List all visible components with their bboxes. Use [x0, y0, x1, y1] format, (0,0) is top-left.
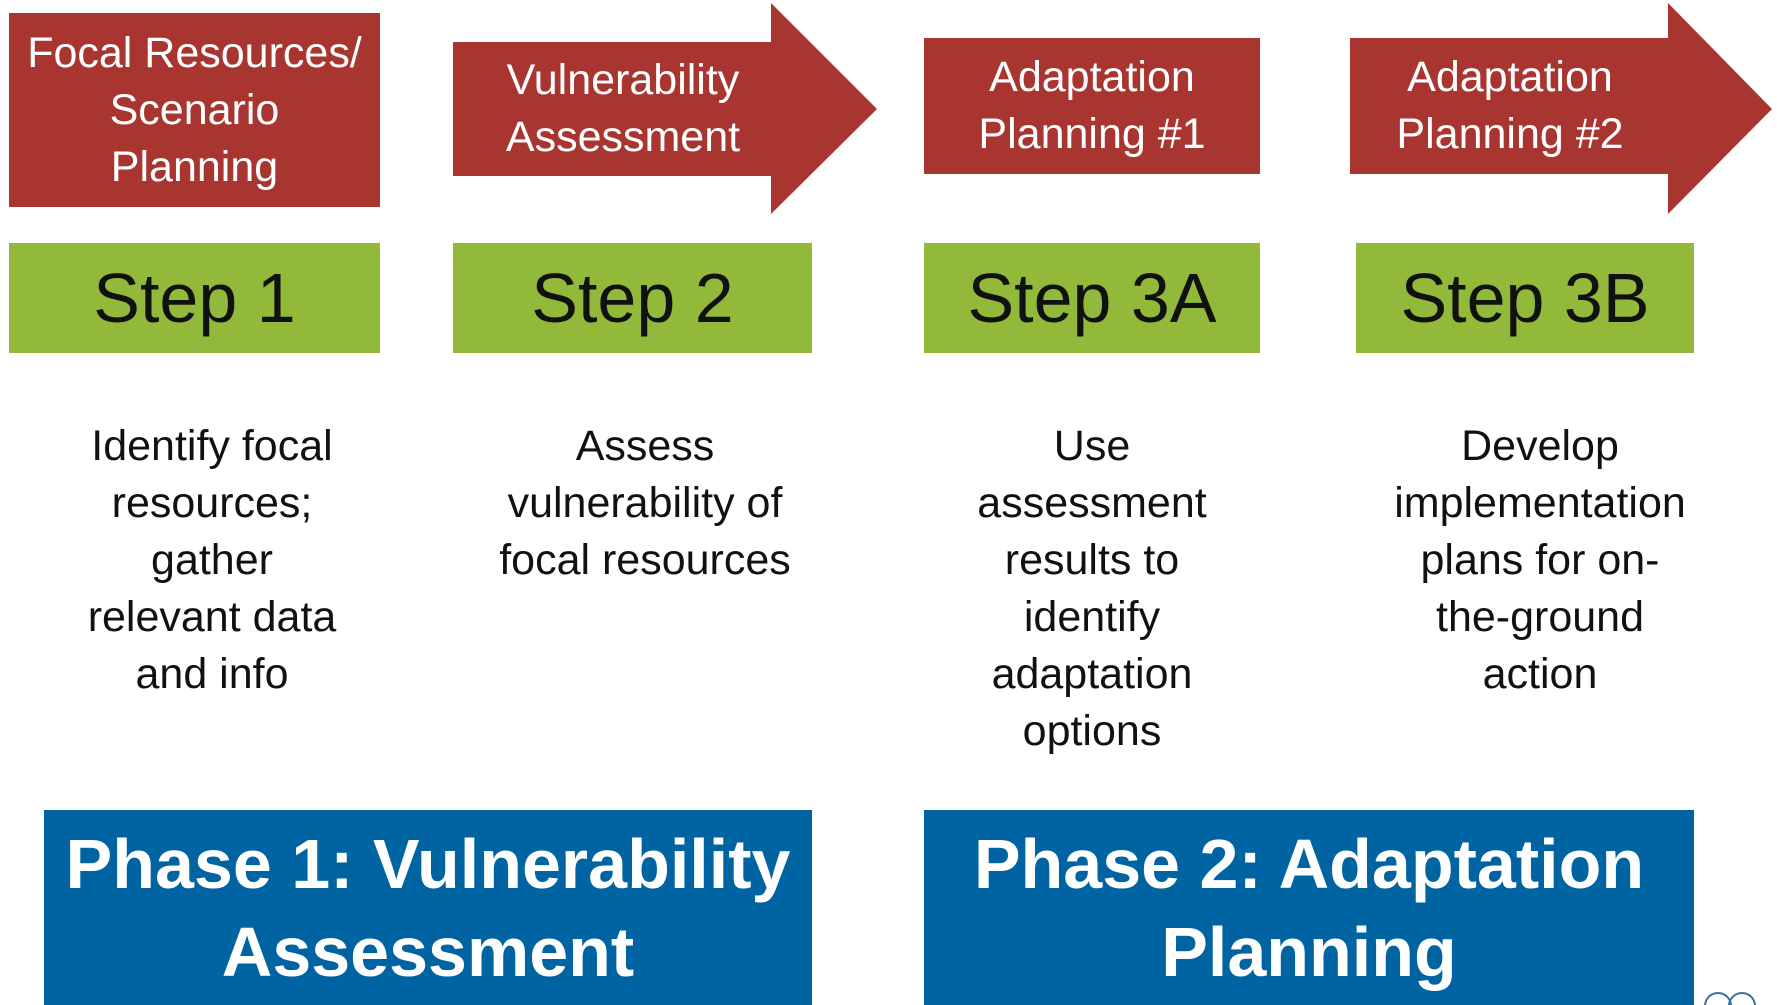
logo-icon — [1704, 992, 1756, 1005]
step-3a-description: Use assessment results to identify adapt… — [977, 422, 1207, 755]
header-label: Adaptation Planning #2 — [1396, 53, 1624, 158]
step-3b-box: Step 3B — [1356, 243, 1694, 353]
header-label: Adaptation Planning #1 — [978, 53, 1206, 158]
header-label: Focal Resources/ Scenario Planning — [27, 28, 362, 191]
step-3b-description: Develop implementation plans for on- the… — [1394, 422, 1686, 698]
phase-2-box: Phase 2: Adaptation Planning — [924, 810, 1694, 1005]
header-rectangle-shape — [924, 38, 1260, 174]
vulnerability-assessment-arrow: Vulnerability Assessment — [453, 3, 877, 214]
adaptation-planning-1-header: Adaptation Planning #1 — [924, 38, 1260, 174]
header-rectangle-shape — [9, 13, 380, 207]
header-label: Vulnerability Assessment — [505, 56, 741, 161]
header-arrow-shape — [453, 3, 877, 214]
step-1-description: Identify focal resources; gather relevan… — [87, 422, 337, 698]
focal-resources-header: Focal Resources/ Scenario Planning — [9, 13, 380, 207]
step-2-description: Assess vulnerability of focal resources — [499, 422, 791, 584]
step-2-box: Step 2 — [453, 243, 812, 353]
step-1-box: Step 1 — [9, 243, 380, 353]
phase-1-box: Phase 1: Vulnerability Assessment — [44, 810, 812, 1005]
step-3a-box: Step 3A — [924, 243, 1260, 353]
adaptation-planning-2-arrow: Adaptation Planning #2 — [1350, 3, 1772, 214]
header-arrow-shape — [1350, 3, 1772, 214]
